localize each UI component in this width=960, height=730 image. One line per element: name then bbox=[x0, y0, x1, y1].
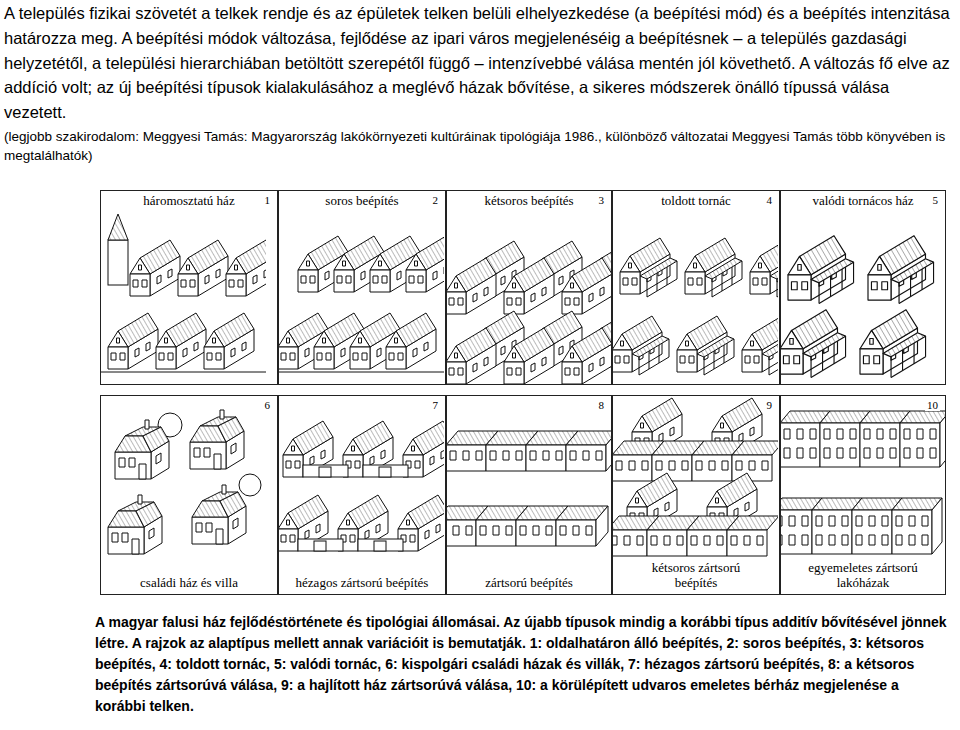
panel-drawing bbox=[278, 421, 453, 551]
panel-label: soros beépítés bbox=[322, 194, 401, 209]
panel-label: zártsorú beépítés bbox=[482, 576, 576, 591]
panel-drawing bbox=[278, 236, 456, 372]
illustration-panel: egyemeletes zártsorú lakóházak 10 bbox=[780, 395, 946, 595]
panel-number: 1 bbox=[263, 194, 273, 206]
panel-label: kétsoros beépítés bbox=[481, 194, 576, 209]
panel-number: 10 bbox=[925, 399, 940, 411]
figure-caption: A magyar falusi ház fejlődéstörténete és… bbox=[95, 612, 947, 717]
panel-number: 2 bbox=[431, 194, 441, 206]
panel-number: 6 bbox=[263, 399, 273, 411]
panel-drawing bbox=[446, 241, 640, 384]
panel-drawing bbox=[607, 398, 784, 556]
illustration-panel: valódi tornácos ház 5 bbox=[780, 190, 946, 385]
panel-label: háromosztatú ház bbox=[140, 194, 237, 209]
panel-drawing bbox=[612, 238, 807, 375]
panel-number: 3 bbox=[597, 194, 607, 206]
illustration-panel: kétsoros zártsorú beépítés 9 bbox=[612, 395, 780, 595]
reference-note: (legjobb szakirodalom: Meggyesi Tamás: M… bbox=[4, 128, 954, 166]
panel-number: 8 bbox=[597, 399, 607, 411]
illustration-panel: kétsoros beépítés 3 bbox=[446, 190, 612, 385]
illustration-panel: soros beépítés 2 bbox=[278, 190, 446, 385]
panel-label: egyemeletes zártsorú lakóházak bbox=[801, 561, 926, 591]
panel-number: 5 bbox=[931, 194, 941, 206]
panel-label: toldott tornác bbox=[658, 194, 734, 209]
illustration-panel: zártsorú beépítés 8 bbox=[446, 395, 612, 595]
panel-label: valódi tornácos ház bbox=[809, 194, 916, 209]
panel-label: hézagos zártsorú beépítés bbox=[293, 576, 432, 591]
panel-number: 7 bbox=[431, 399, 441, 411]
panel-drawing bbox=[436, 431, 618, 546]
panel-drawing bbox=[780, 236, 934, 378]
panel-label: kétsoros zártsorú beépítés bbox=[634, 561, 759, 591]
illustration-panel: hézagos zártsorú beépítés 7 bbox=[278, 395, 446, 595]
panel-number: 9 bbox=[765, 399, 775, 411]
illustration-panel: toldott tornác 4 bbox=[612, 190, 780, 385]
illustration-panel: háromosztatú ház 1 bbox=[100, 190, 278, 385]
illustration-panel: családi ház és villa 6 bbox=[100, 395, 278, 595]
panel-drawing bbox=[772, 411, 950, 554]
panel-drawing bbox=[108, 410, 261, 554]
panel-drawing bbox=[100, 214, 276, 372]
panel-number: 4 bbox=[765, 194, 775, 206]
panel-label: családi ház és villa bbox=[137, 576, 241, 591]
intro-paragraph: A település fizikai szövetét a telkek re… bbox=[4, 1, 954, 125]
